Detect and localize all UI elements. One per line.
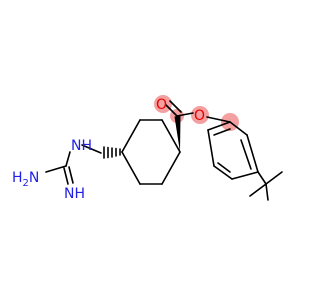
bond-ester-o-phenyl [206,116,231,123]
bond-ring-1 [121,119,141,153]
ester-oxygen-label: O [194,108,205,124]
atom-labels: O O NH NH H2N [12,97,205,202]
amine-nitrogen-label: NH [71,138,92,154]
amino-group-label: H2N [12,170,39,189]
bond-benzene-2 [246,134,259,173]
bond-tbutyl-stem [257,171,267,185]
bond-cguan-nh2 [45,165,67,173]
bond-ch2-n [81,144,102,154]
imine-nitrogen-label: NH [64,186,85,202]
bond-ring-6 [121,151,141,185]
bond-benzene-6-inner [213,128,231,136]
bond-ring-3 [161,119,181,153]
bond-benzene-4-inner [217,162,231,173]
bond-ester-co [176,112,194,117]
bond-benzene-3 [231,171,259,180]
amino-group-subscript: 2 [23,178,29,189]
bond-tbutyl-methyl-1 [265,171,283,185]
highlight-carbonyl-oxygen [154,95,172,113]
bond-tbutyl-methyl-2 [265,183,269,201]
bond-benzene-5 [207,129,215,167]
bond-ring-4 [161,151,181,185]
bond-tbutyl-methyl-3 [249,183,267,197]
bond-hash-ch2 [103,146,121,159]
bond-benzene-4 [213,165,233,180]
bond-benzene-2-inner [240,139,252,170]
bond-n-cguan [65,151,71,167]
chemical-structure: O O NH NH H2N [12,95,283,202]
bond-cguan-nh-double-b [68,166,74,184]
carbonyl-oxygen-label: O [156,97,167,113]
highlight-ester-oxygen [191,106,209,124]
bond-carbonyl-double-a [165,104,178,117]
amino-group-n: N [29,170,39,186]
bond-wedge-carbonyl [174,115,181,152]
bond-cguan-nh-double-a [63,167,69,185]
amino-group-h: H [12,170,23,186]
bond-benzene-1 [229,121,248,136]
bond-carbonyl-double-b [169,100,182,113]
bond-benzene-6 [207,121,231,131]
bonds [45,100,283,201]
